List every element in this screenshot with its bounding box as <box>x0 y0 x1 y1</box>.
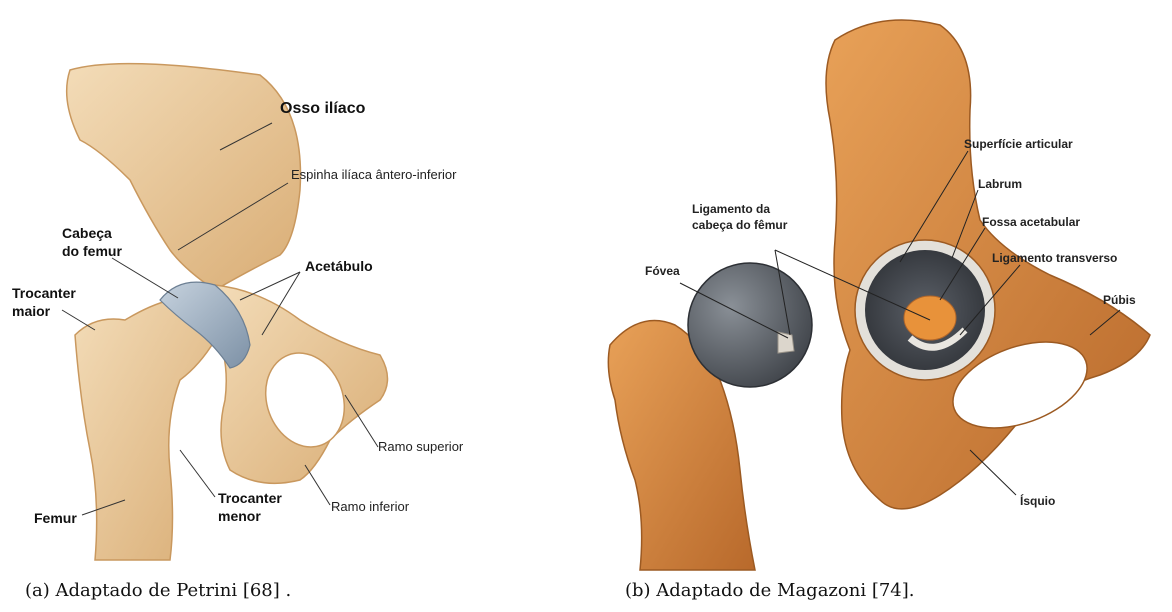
panel-a-illustration <box>0 0 560 575</box>
label-fossa-acetabular: Fossa acetabular <box>982 216 1080 230</box>
fovea-ligament-stub <box>778 332 794 353</box>
panel-b-illustration <box>580 0 1172 575</box>
label-labrum: Labrum <box>978 178 1022 192</box>
label-trocanter-maior-line2: maior <box>12 303 50 319</box>
caption-a: (a) Adaptado de Petrini [68] . <box>25 580 291 601</box>
caption-b: (b) Adaptado de Magazoni [74]. <box>625 580 915 601</box>
label-trocanter-menor-line1: Trocanter <box>218 490 282 506</box>
label-ligamento-transverso: Ligamento transverso <box>992 252 1117 266</box>
label-osso-iliaco: Osso ilíaco <box>280 100 365 118</box>
panel-b-hip-anatomy: Superfície articular Labrum Fossa acetab… <box>580 0 1172 612</box>
label-cabeca-femur-line2: do femur <box>62 243 122 259</box>
label-trocanter-maior-line1: Trocanter <box>12 285 76 301</box>
label-femur: Femur <box>34 510 77 526</box>
label-ligamento-cabeca-line2: cabeça do fêmur <box>692 219 787 233</box>
label-isquio: Ísquio <box>1020 495 1055 509</box>
label-pubis: Púbis <box>1103 294 1136 308</box>
panel-a-hip-anatomy: Osso ilíaco Espinha ilíaca ântero-inferi… <box>0 0 560 612</box>
label-ramo-superior: Ramo superior <box>378 440 463 455</box>
acetabular-fossa <box>904 296 956 340</box>
label-cabeca-femur-line1: Cabeça <box>62 225 112 241</box>
label-acetabulo: Acetábulo <box>305 258 373 274</box>
label-trocanter-menor-line2: menor <box>218 508 261 524</box>
label-espinha-iliaca: Espinha ilíaca ântero-inferior <box>291 168 456 183</box>
label-ligamento-cabeca-line1: Ligamento da <box>692 203 770 217</box>
femoral-head <box>688 263 812 387</box>
femur-shape <box>75 300 215 560</box>
label-ramo-inferior: Ramo inferior <box>331 500 409 515</box>
label-superficie-articular: Superfície articular <box>964 138 1073 152</box>
label-fovea: Fóvea <box>645 265 680 279</box>
